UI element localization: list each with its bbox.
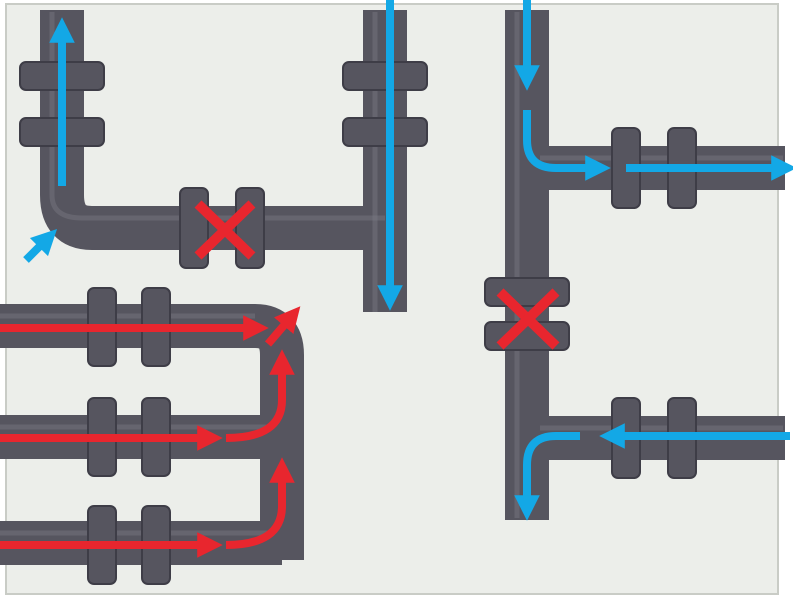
coupling: [343, 62, 427, 90]
coupling: [343, 118, 427, 146]
coupling: [485, 278, 569, 306]
